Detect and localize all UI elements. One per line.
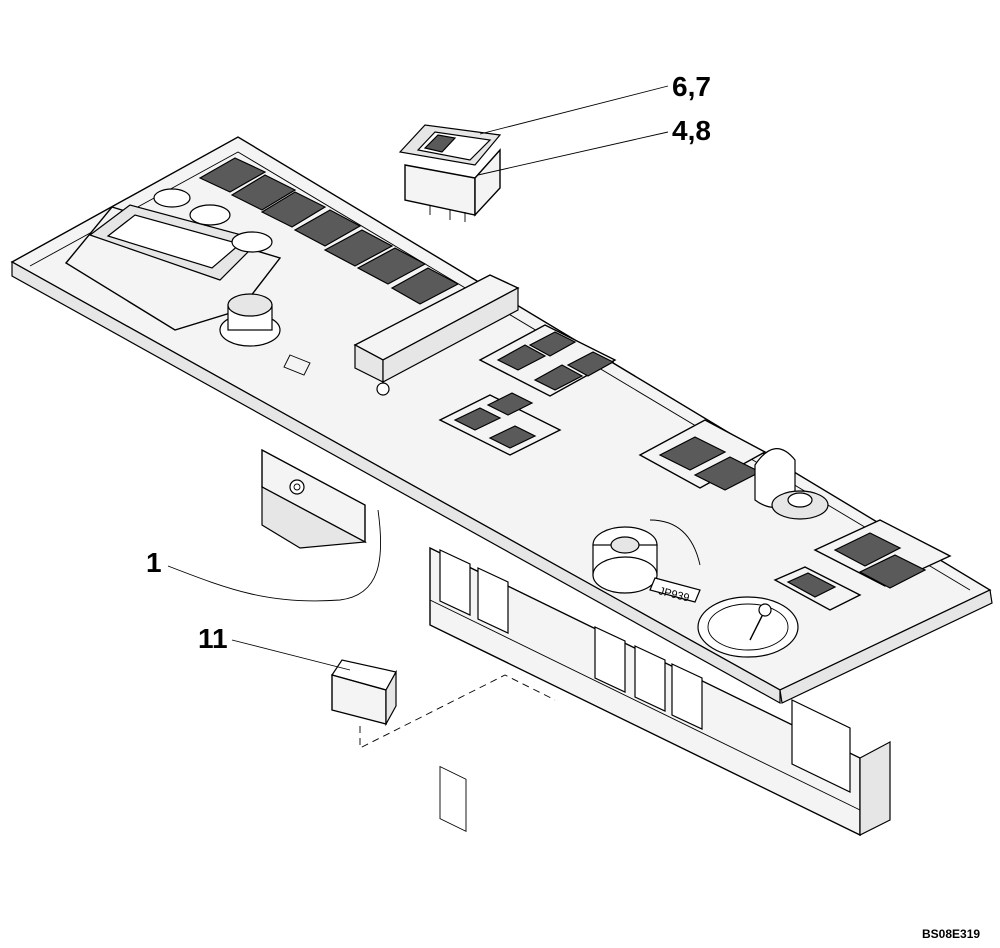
drawing-code: BS08E319 — [922, 927, 980, 941]
callout-1: 1 — [146, 547, 162, 578]
buzzer — [592, 519, 701, 594]
hour-meter-gauge — [697, 596, 799, 658]
control-knob — [219, 293, 311, 376]
relay-blocks — [439, 765, 467, 832]
relay-slots — [439, 549, 851, 793]
leader-line-4-8 — [477, 131, 669, 176]
indicator-lamps — [153, 188, 273, 253]
leader-line-11 — [231, 639, 351, 671]
callout-6-7: 6,7 — [672, 71, 711, 102]
ignition-key-switch — [754, 448, 829, 520]
mounting-bracket — [261, 448, 368, 549]
relay-part — [331, 659, 397, 727]
callout-11: 11 — [198, 623, 228, 654]
switch-bank-upper — [198, 157, 460, 305]
switch-bank-right — [638, 419, 767, 491]
switch-bank-middle — [438, 324, 617, 456]
leader-line-6-7 — [479, 85, 669, 135]
rocker-switch-part — [398, 124, 502, 222]
connector-rail — [353, 274, 520, 396]
callout-4-8: 4,8 — [672, 115, 711, 146]
leader-line-1 — [167, 509, 382, 602]
switch-bank-far-right — [773, 519, 952, 611]
